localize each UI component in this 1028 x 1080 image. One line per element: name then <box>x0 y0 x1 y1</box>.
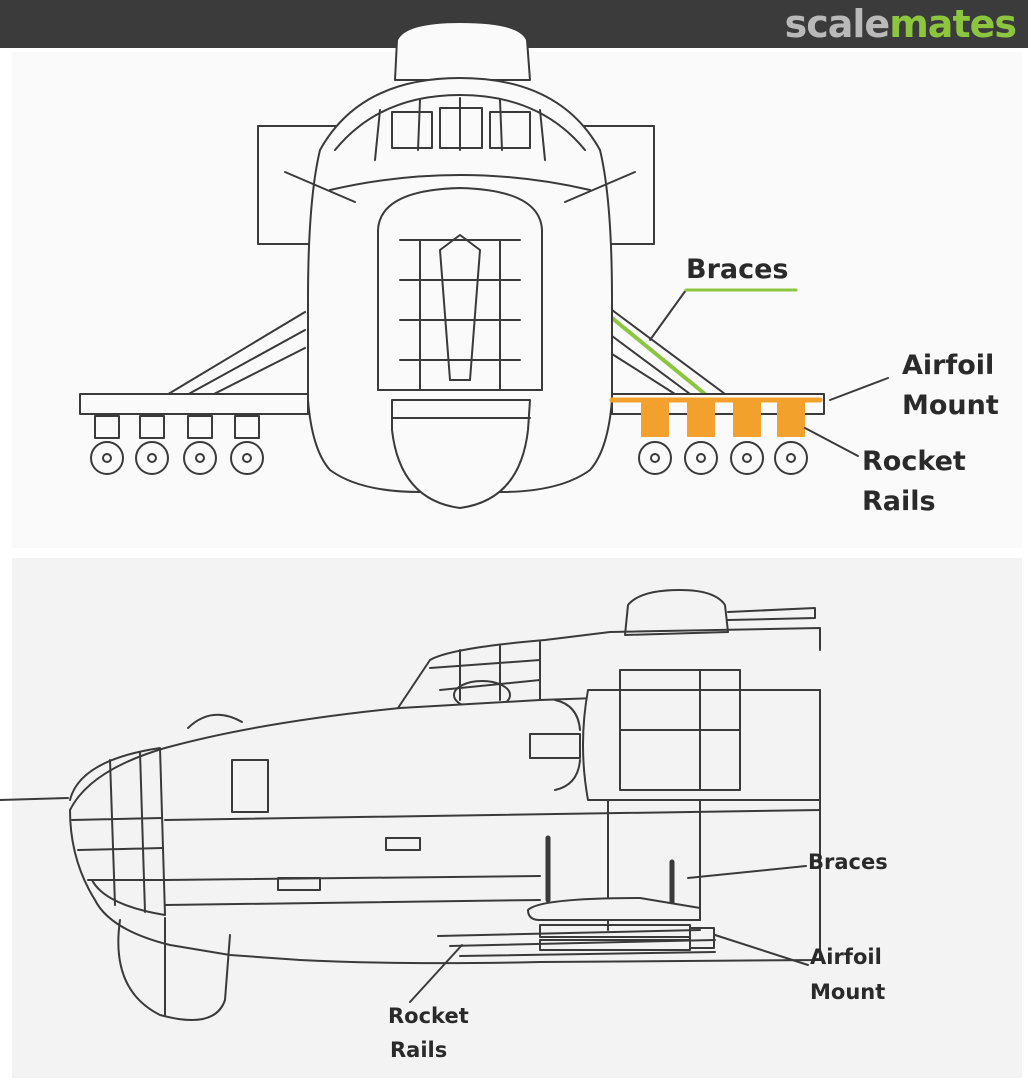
side-braces-label: Braces <box>808 850 888 874</box>
front-airfoil-label-line2: Mount <box>902 390 999 421</box>
front-view-drawing <box>79 21 889 509</box>
logo-mates: mates <box>889 2 1017 46</box>
side-view-drawing <box>0 589 821 1021</box>
side-rocket-label-line1: Rocket <box>388 1004 469 1028</box>
front-rocket-label-line1: Rocket <box>862 446 966 477</box>
logo-scale: scale <box>784 2 891 46</box>
side-airfoil-label-line2: Mount <box>810 980 886 1004</box>
front-braces-label: Braces <box>686 254 789 285</box>
front-airfoil-label-line1: Airfoil <box>902 350 995 381</box>
scalemates-logo[interactable]: scalemates <box>784 2 1017 46</box>
front-rocket-label-line2: Rails <box>862 486 936 517</box>
side-rocket-label-line2: Rails <box>390 1038 448 1062</box>
side-airfoil-label-line1: Airfoil <box>810 945 882 969</box>
